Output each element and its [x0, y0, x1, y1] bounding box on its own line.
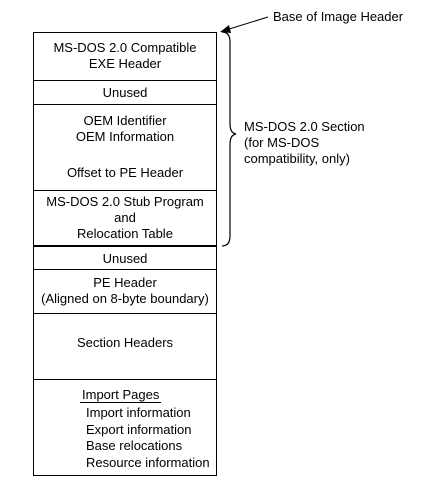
msdos-section-label-line: compatibility, only) [244, 151, 350, 166]
segment-text: Section Headers [76, 335, 174, 350]
segment-text: OEM Information [75, 129, 175, 144]
segment-text: PE Header [93, 275, 157, 290]
msdos-section-label: MS-DOS 2.0 Section (for MS-DOS compatibi… [244, 119, 365, 167]
segment-text: Offset to PE Header [66, 165, 184, 180]
segment-text: Unused [102, 251, 148, 266]
base-arrow-head [220, 25, 231, 33]
list-item: Resource information [86, 454, 210, 470]
msdos-section-label-line: MS-DOS 2.0 Section [244, 119, 365, 134]
import-pages-list: Import information Export information Ba… [34, 405, 216, 471]
segment-text: Unused [102, 85, 148, 100]
segment-exe-header: MS-DOS 2.0 Compatible EXE Header [33, 32, 217, 81]
segment-text: (Aligned on 8-byte boundary) [41, 291, 209, 306]
list-item: Export information [86, 421, 192, 437]
base-of-image-header-label: Base of Image Header [273, 9, 404, 24]
segment-section-headers: Section Headers [33, 313, 217, 380]
base-arrow-line [225, 16, 269, 31]
segment-text: Relocation Table [77, 226, 173, 241]
segment-import-pages: Import Pages Import information Export i… [33, 379, 217, 476]
segment-oem: OEM Identifier OEM Information Offset to… [33, 104, 217, 191]
segment-text: OEM Identifier [83, 113, 167, 128]
list-item: Import information [86, 405, 191, 420]
import-pages-title: Import Pages [80, 387, 162, 403]
segment-stub-program: MS-DOS 2.0 Stub Program and Relocation T… [33, 190, 217, 246]
segment-pe-header: PE Header (Aligned on 8-byte boundary) [33, 269, 217, 314]
segment-text: and [114, 210, 136, 225]
segment-text: EXE Header [88, 56, 162, 71]
segment-text: MS-DOS 2.0 Stub Program [46, 194, 204, 209]
list-item: Base relocations [86, 438, 183, 453]
segment-unused-1: Unused [33, 80, 217, 105]
section-brace [221, 31, 237, 247]
segment-text: MS-DOS 2.0 Compatible [53, 40, 197, 55]
msdos-section-label-line: (for MS-DOS [244, 135, 320, 150]
segment-unused-2: Unused [33, 246, 217, 270]
